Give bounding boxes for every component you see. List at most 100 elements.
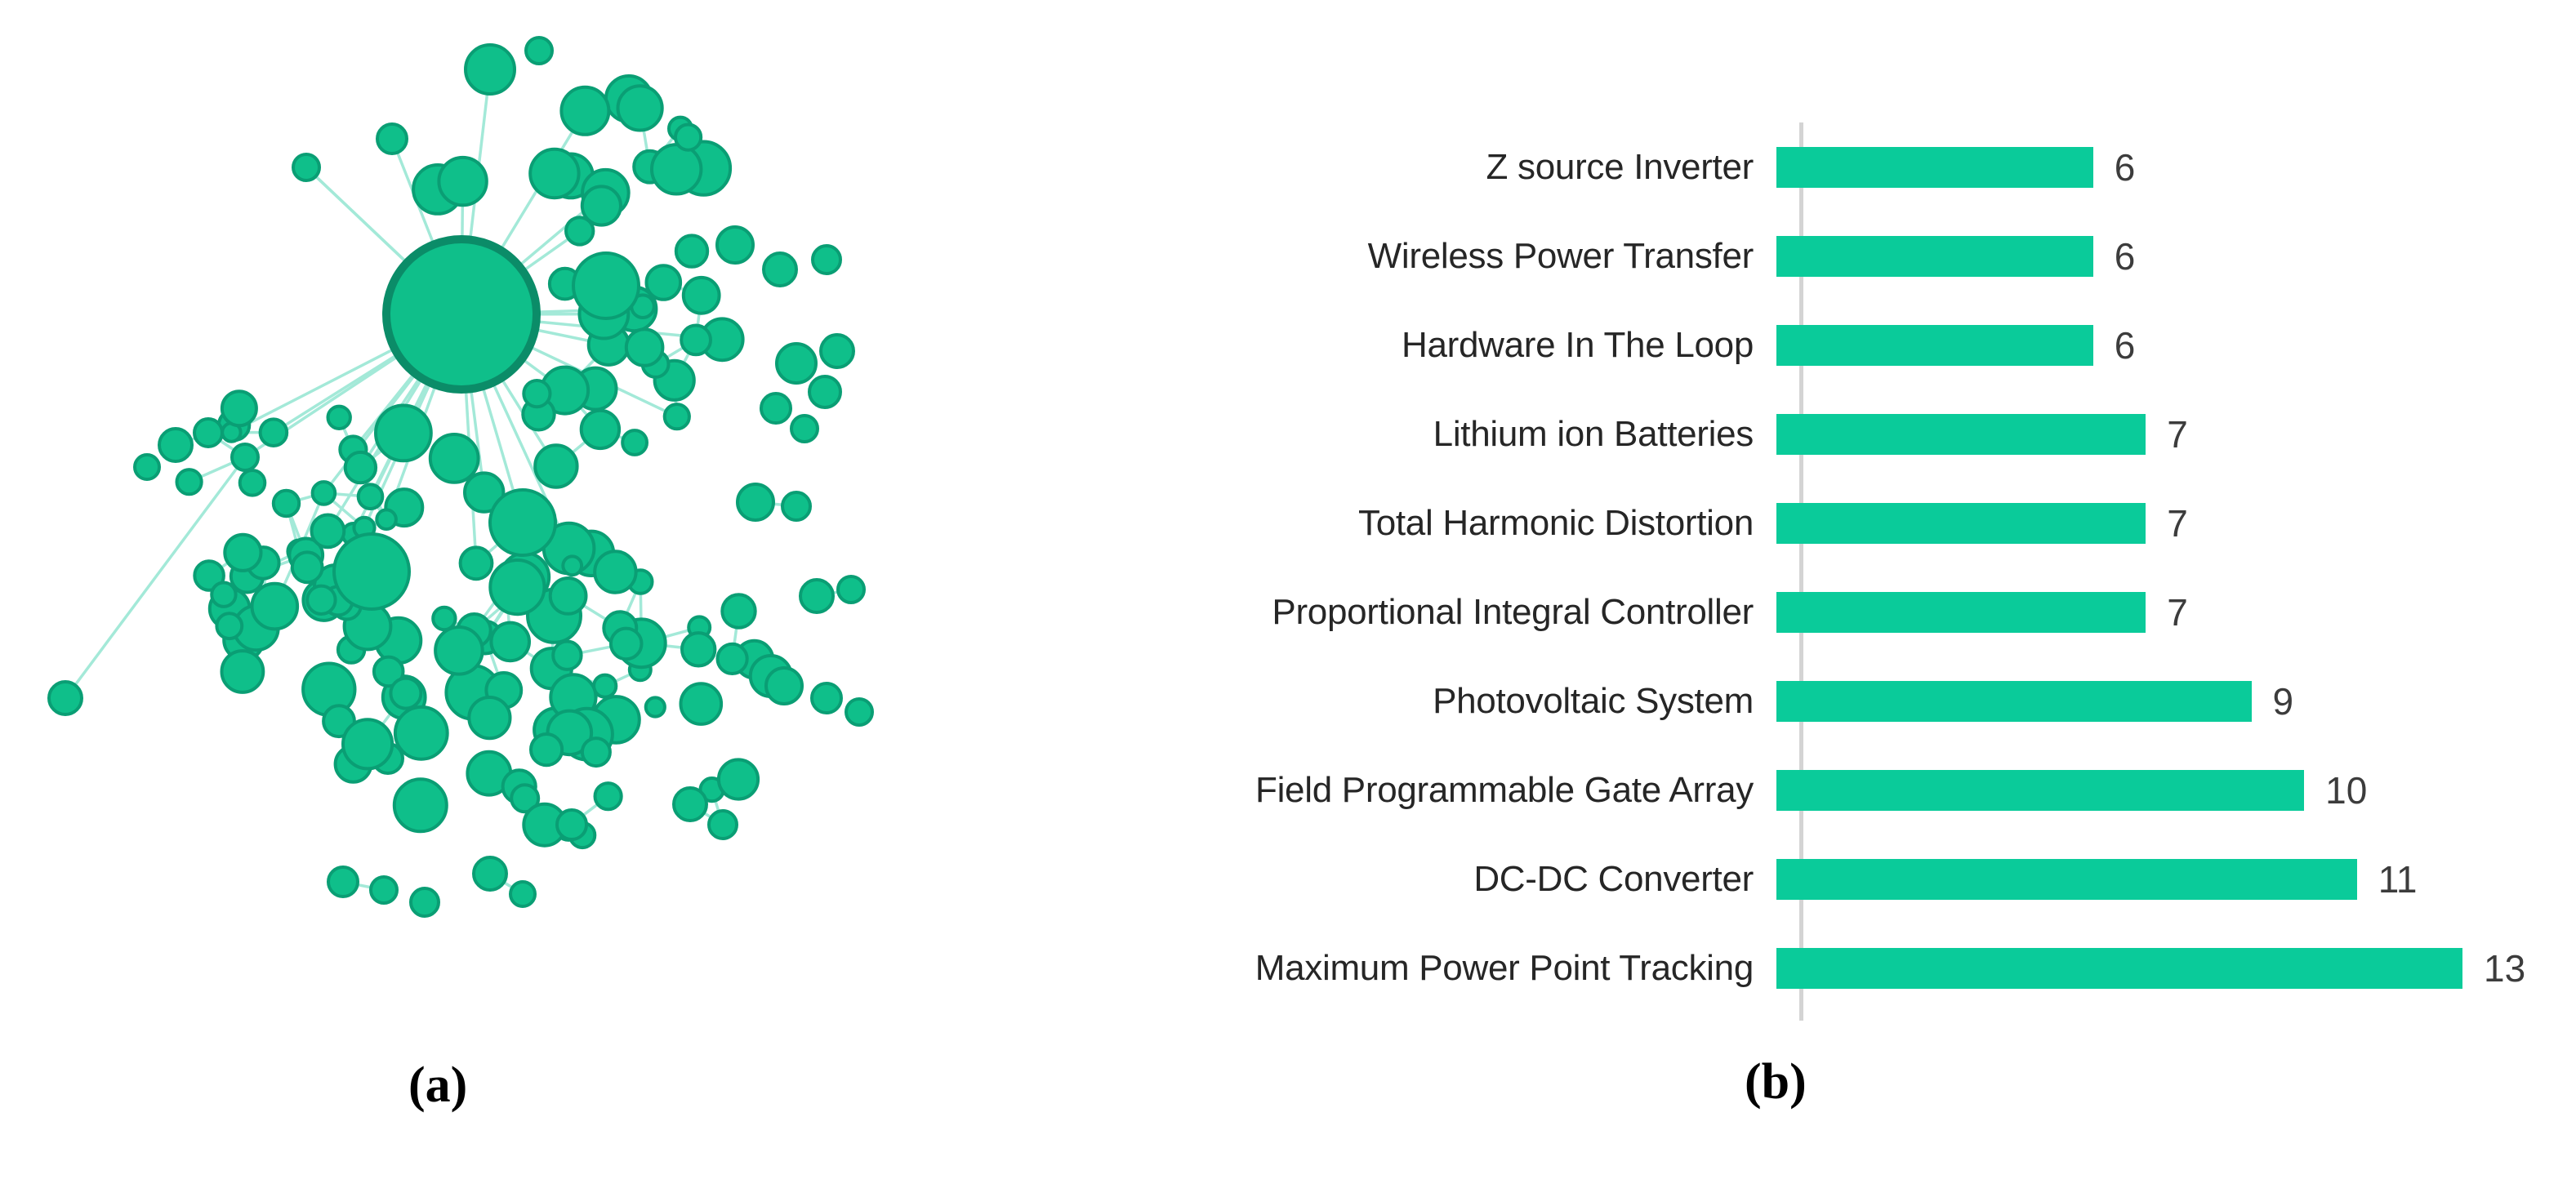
bar-fill[interactable] (1776, 502, 2146, 544)
network-node[interactable] (472, 856, 508, 892)
network-node[interactable] (356, 483, 385, 511)
network-node[interactable] (716, 758, 760, 801)
network-node[interactable] (488, 488, 557, 557)
network-node[interactable] (616, 84, 664, 132)
network-node[interactable] (230, 443, 260, 472)
network-node[interactable] (680, 323, 712, 357)
network-node[interactable] (764, 666, 804, 705)
network-node[interactable] (533, 443, 579, 489)
network-node[interactable] (372, 655, 405, 688)
network-node[interactable] (810, 682, 843, 714)
network-node[interactable] (524, 36, 554, 65)
network-node[interactable] (720, 593, 757, 630)
network-hub-node[interactable] (382, 235, 541, 394)
network-node[interactable] (158, 427, 194, 463)
network-node[interactable] (681, 275, 721, 315)
network-node[interactable] (220, 649, 265, 694)
network-node[interactable] (292, 153, 321, 182)
network-node[interactable] (781, 491, 812, 522)
network-node[interactable] (845, 697, 874, 727)
network-node[interactable] (47, 680, 83, 716)
network-node[interactable] (458, 545, 494, 581)
network-node[interactable] (376, 122, 408, 155)
network-node[interactable] (193, 417, 224, 448)
network-node[interactable] (374, 403, 433, 463)
network-node[interactable] (644, 264, 683, 301)
network-node[interactable] (393, 705, 449, 761)
bar-fill[interactable] (1776, 413, 2146, 455)
network-node[interactable] (790, 414, 819, 443)
network-node[interactable] (819, 333, 855, 369)
network-node[interactable] (624, 327, 665, 367)
network-node[interactable] (672, 786, 708, 822)
network-node[interactable] (463, 471, 506, 514)
network-node[interactable] (548, 576, 588, 616)
bar-fill[interactable] (1776, 769, 2305, 811)
network-node[interactable] (428, 433, 480, 484)
network-node[interactable] (341, 718, 394, 771)
network-node[interactable] (555, 808, 588, 841)
network-node[interactable] (593, 781, 623, 812)
network-node[interactable] (580, 185, 623, 227)
network-node[interactable] (464, 43, 516, 96)
network-node[interactable] (250, 581, 300, 631)
network-node[interactable] (133, 453, 161, 481)
network-node[interactable] (650, 143, 703, 196)
network-node[interactable] (437, 155, 488, 207)
network-node[interactable] (760, 392, 792, 425)
network-node[interactable] (528, 147, 581, 200)
network-node[interactable] (431, 605, 457, 632)
network-node[interactable] (509, 880, 537, 908)
network-node[interactable] (608, 626, 644, 661)
network-node[interactable] (561, 554, 584, 577)
network-node[interactable] (392, 777, 448, 834)
network-node[interactable] (564, 216, 595, 247)
bar-fill[interactable] (1776, 146, 2093, 188)
network-node[interactable] (579, 408, 622, 451)
network-node[interactable] (375, 508, 398, 532)
bar-fill[interactable] (1776, 324, 2093, 366)
network-node[interactable] (662, 403, 691, 431)
network-node[interactable] (644, 696, 666, 719)
network-node[interactable] (193, 559, 225, 592)
bar-fill[interactable] (1776, 858, 2357, 900)
network-node[interactable] (679, 682, 724, 726)
bar-fill[interactable] (1776, 235, 2093, 277)
network-node[interactable] (522, 379, 552, 409)
network-node[interactable] (736, 483, 775, 522)
network-node[interactable] (762, 251, 798, 287)
network-node[interactable] (343, 450, 378, 485)
network-node[interactable] (271, 488, 301, 518)
network-node[interactable] (290, 550, 324, 585)
network-node[interactable] (799, 578, 835, 614)
network-node[interactable] (559, 85, 611, 136)
network-node[interactable] (715, 642, 749, 676)
network-node[interactable] (593, 550, 638, 594)
bar-fill[interactable] (1776, 947, 2462, 989)
network-node[interactable] (488, 558, 546, 616)
network-node[interactable] (310, 513, 346, 550)
network-node[interactable] (489, 621, 532, 663)
network-node[interactable] (305, 584, 337, 616)
network-node[interactable] (215, 612, 244, 641)
network-node[interactable] (238, 469, 267, 497)
network-node[interactable] (327, 865, 359, 898)
network-node[interactable] (434, 625, 484, 676)
network-node[interactable] (580, 736, 612, 768)
network-node[interactable] (369, 875, 399, 905)
network-node[interactable] (223, 532, 263, 572)
network-node[interactable] (811, 244, 842, 275)
network-node[interactable] (210, 581, 238, 608)
network-node[interactable] (389, 676, 423, 710)
network-node[interactable] (326, 404, 352, 430)
network-node[interactable] (510, 783, 541, 814)
network-node[interactable] (674, 122, 703, 152)
network-node[interactable] (220, 389, 258, 428)
network-node[interactable] (775, 342, 818, 385)
network-node[interactable] (467, 696, 512, 741)
network-node[interactable] (621, 429, 648, 456)
network-node[interactable] (715, 225, 755, 265)
network-node[interactable] (808, 375, 842, 409)
network-node[interactable] (836, 575, 866, 604)
network-node[interactable] (258, 417, 289, 448)
